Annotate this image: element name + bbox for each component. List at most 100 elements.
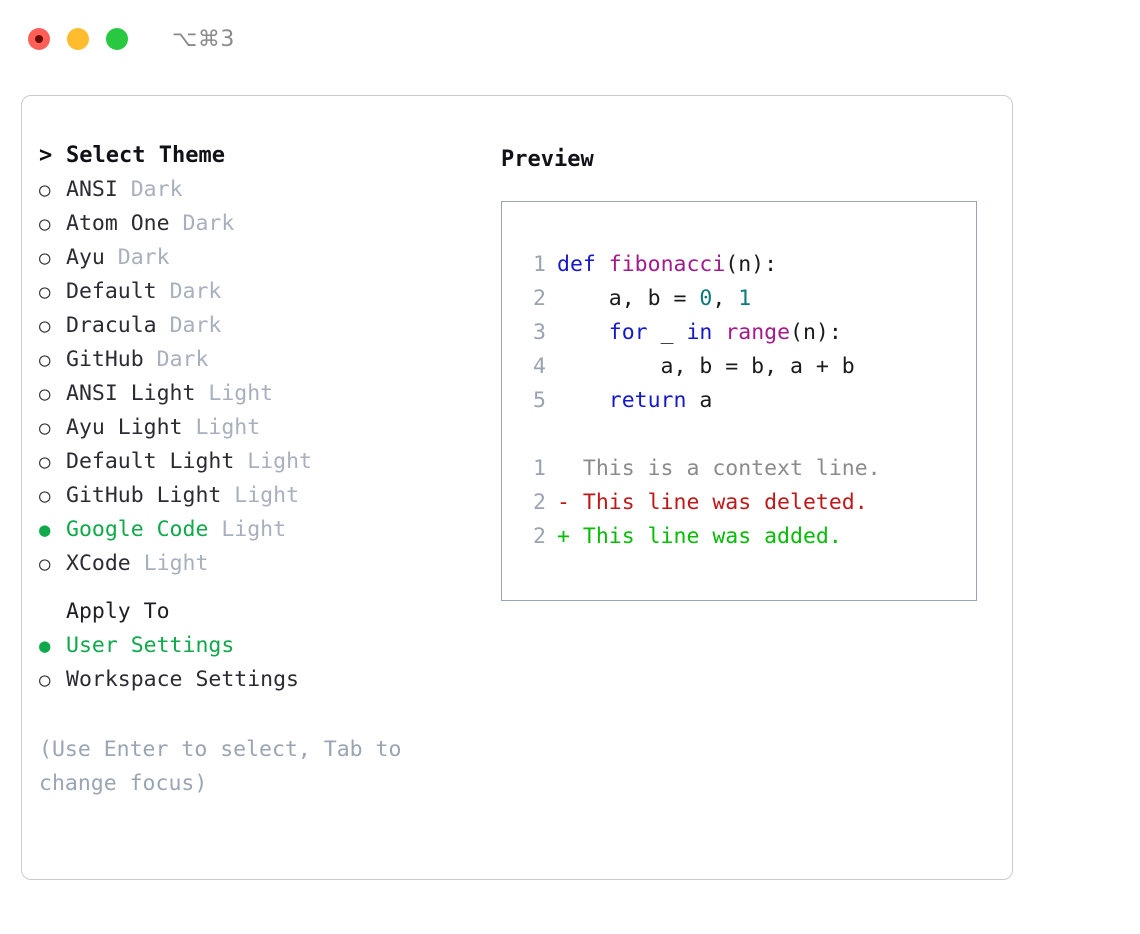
radio-unselected-icon: ○: [39, 383, 51, 405]
theme-variant-tag: Dark: [182, 211, 235, 236]
theme-variant-tag: Light: [195, 415, 261, 440]
theme-name: Ayu Light: [66, 415, 183, 440]
apply-to-label: Apply To: [66, 599, 170, 624]
preview-title: Preview: [501, 147, 594, 172]
theme-variant-tag: Light: [247, 449, 312, 474]
recording-indicator-icon: [35, 35, 43, 43]
keyboard-hint-text: (Use Enter to select, Tab to change focu…: [39, 737, 415, 796]
gap: [221, 483, 234, 508]
diff-text: This line was deleted.: [569, 490, 868, 515]
diff-line-text: + This line was added.: [546, 520, 842, 554]
diff-line: 1 This is a context line.: [520, 452, 881, 486]
theme-variant-tag: Dark: [130, 177, 183, 202]
close-button[interactable]: [28, 28, 50, 50]
code-line: 4 a, b = b, a + b: [520, 350, 881, 384]
radio-unselected-icon: ○: [39, 213, 51, 235]
radio-unselected-icon: ○: [39, 485, 51, 507]
theme-list-item[interactable]: ○ Atom One Dark: [39, 211, 479, 245]
apply-to-item-label: Workspace Settings: [66, 667, 299, 692]
diff-sign: -: [557, 490, 570, 515]
code-token: in: [686, 320, 713, 345]
code-token: ,: [712, 286, 739, 311]
gap: [157, 279, 170, 304]
theme-name: XCode: [66, 551, 131, 576]
code-line: 2 a, b = 0, 1: [520, 282, 881, 316]
code-token: for: [608, 320, 648, 345]
code-line: 1 def fibonacci(n):: [520, 248, 881, 282]
code-token: a: [686, 388, 713, 413]
line-number: 1: [533, 252, 546, 277]
theme-name: Default: [66, 279, 157, 304]
theme-list-item[interactable]: ○ Ayu Dark: [39, 245, 479, 279]
code-line: 3 for _ in range(n):: [520, 316, 881, 350]
code-token: [557, 320, 609, 345]
code-line-text: return a: [546, 384, 713, 418]
diff-line: 2- This line was deleted.: [520, 486, 881, 520]
gap: [118, 177, 131, 202]
diff-line: 2+ This line was added.: [520, 520, 881, 554]
gap: [105, 245, 118, 270]
radio-unselected-icon: ○: [39, 315, 51, 337]
line-number: 2: [533, 286, 546, 311]
zoom-button[interactable]: [106, 28, 128, 50]
code-token: a, b = b, a + b: [557, 354, 855, 379]
apply-to-group-title: Apply To: [39, 599, 479, 633]
prompt-marker-icon: >: [39, 143, 53, 168]
traffic-light-group: [28, 28, 128, 50]
select-theme-title: Select Theme: [66, 143, 225, 168]
theme-variant-tag: Light: [208, 381, 274, 406]
code-blank-line: [520, 418, 881, 452]
theme-variant-tag: Light: [221, 517, 287, 542]
minimize-button[interactable]: [67, 28, 89, 50]
theme-picker-column: > Select Theme ○ANSI Dark○Atom One Dark○…: [39, 143, 479, 801]
radio-unselected-icon: ○: [39, 669, 51, 691]
theme-variant-tag: Light: [234, 483, 300, 508]
select-theme-header: > Select Theme: [39, 143, 479, 177]
code-token: def: [557, 252, 596, 277]
diff-sign: [557, 456, 570, 481]
theme-list-item[interactable]: ○ GitHub Light Light: [39, 483, 479, 517]
theme-list-item[interactable]: ○ANSI Dark: [39, 177, 479, 211]
gap: [131, 551, 144, 576]
line-number: 4: [533, 354, 546, 379]
diff-line-text: - This line was deleted.: [546, 486, 868, 520]
diff-text: This is a context line.: [569, 456, 881, 481]
code-token: a, b =: [557, 286, 700, 311]
theme-list-item[interactable]: ○GitHub Dark: [39, 347, 479, 381]
radio-unselected-icon: ○: [39, 349, 51, 371]
theme-list-item[interactable]: ○XCode Light: [39, 551, 479, 585]
theme-name: GitHub Light: [66, 483, 222, 508]
theme-list-item[interactable]: ○ANSI Light Light: [39, 381, 479, 415]
theme-list-item[interactable]: ○Dracula Dark: [39, 313, 479, 347]
diff-line-text: This is a context line.: [546, 452, 881, 486]
theme-list-item[interactable]: ●Google Code Light: [39, 517, 479, 551]
radio-selected-icon: ●: [39, 519, 51, 541]
code-token: [712, 320, 725, 345]
list-spacer: [39, 585, 479, 599]
theme-list-item[interactable]: ○Ayu Light Light: [39, 415, 479, 449]
radio-unselected-icon: ○: [39, 247, 51, 269]
code-token: (n):: [725, 252, 778, 277]
radio-unselected-icon: ○: [39, 281, 51, 303]
theme-name: Ayu: [66, 245, 105, 270]
apply-to-item[interactable]: ○ Workspace Settings: [39, 667, 479, 701]
line-number: 2: [533, 490, 546, 515]
code-token: range: [725, 320, 791, 345]
theme-variant-tag: Dark: [156, 347, 209, 372]
theme-list-item[interactable]: ○ Default Dark: [39, 279, 479, 313]
code-line-text: a, b = 0, 1: [546, 282, 751, 316]
theme-name: ANSI: [66, 177, 118, 202]
theme-variant-tag: Dark: [169, 279, 222, 304]
theme-variant-tag: Dark: [117, 245, 170, 270]
theme-name: Atom One: [66, 211, 170, 236]
code-token: fibonacci: [608, 252, 726, 277]
code-line-text: a, b = b, a + b: [546, 350, 855, 384]
gap: [144, 347, 157, 372]
line-number: 3: [533, 320, 546, 345]
radio-unselected-icon: ○: [39, 451, 51, 473]
theme-list-item[interactable]: ○Default Light Light: [39, 449, 479, 483]
radio-unselected-icon: ○: [39, 553, 51, 575]
apply-to-item[interactable]: ●User Settings: [39, 633, 479, 667]
